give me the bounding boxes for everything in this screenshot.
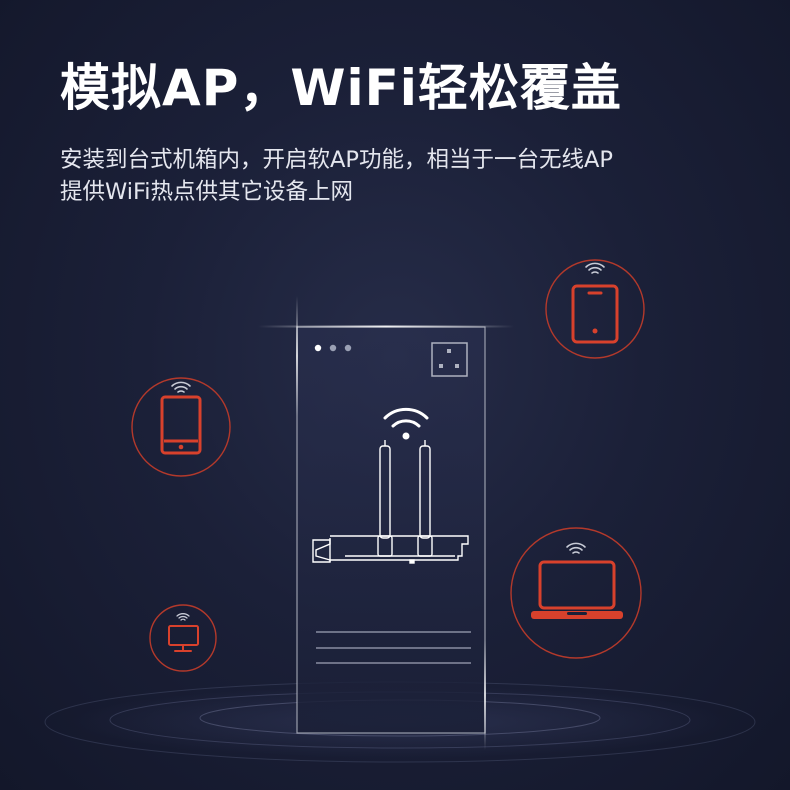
wifi-icon: [585, 262, 605, 274]
laptop-icon: [531, 560, 623, 619]
description: 安装到台式机箱内，开启软AP功能，相当于一台无线AP 提供WiFi热点供其它设备…: [60, 144, 613, 208]
wifi-icon: [566, 542, 586, 554]
monitor-device: [149, 604, 217, 672]
monitor-icon: [168, 625, 199, 652]
laptop-device: [510, 527, 642, 659]
port-icon: [431, 342, 468, 377]
vent-lines: [316, 631, 471, 664]
wifi-icon: [171, 381, 191, 393]
phone-icon: [571, 284, 619, 344]
tablet-device: [131, 377, 231, 477]
description-line-2: 提供WiFi热点供其它设备上网: [60, 179, 354, 205]
pc-case-icon: [258, 296, 514, 750]
page-title: 模拟AP，WiFi轻松覆盖: [60, 59, 622, 117]
tablet-icon: [160, 395, 202, 455]
phone-device: [545, 259, 645, 359]
power-dot-icon: [314, 344, 322, 352]
description-line-1: 安装到台式机箱内，开启软AP功能，相当于一台无线AP: [60, 147, 613, 173]
wifi-icon: [176, 613, 190, 621]
wifi-card-icon: [312, 440, 469, 564]
wifi-signal-icon: [383, 407, 429, 440]
